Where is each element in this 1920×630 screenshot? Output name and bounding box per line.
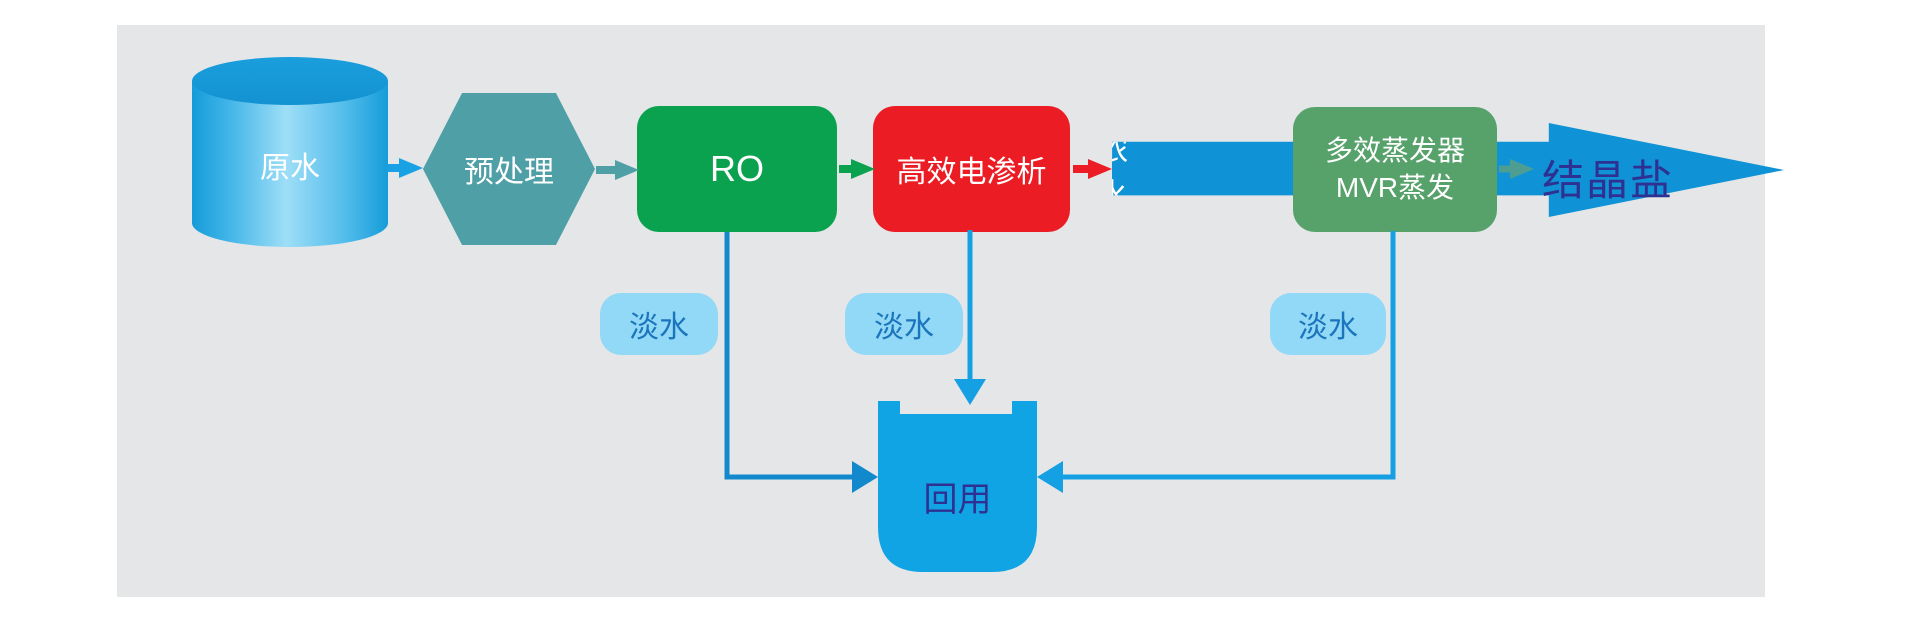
electrodialysis-label: 高效电渗析: [896, 156, 1047, 189]
evaporator-label: 多效蒸发器 MVR蒸发: [1325, 133, 1465, 206]
pretreatment-hexagon: 预处理: [423, 93, 595, 245]
evaporator-label-line2: MVR蒸发: [1335, 171, 1455, 203]
pretreatment-label: 预处理: [464, 156, 554, 189]
raw-water-label: 原水: [260, 152, 320, 185]
fresh-water-label: 淡水: [629, 311, 689, 344]
cylinder-top-ellipse: [192, 57, 388, 105]
fresh-water-label: 淡水: [874, 311, 934, 344]
electrodialysis-box: 高效电渗析: [873, 106, 1070, 232]
fresh-water-pill-ro: 淡水: [600, 293, 718, 355]
crystal-salt-label: 结晶盐: [1542, 157, 1675, 204]
fresh-water-label: 淡水: [1298, 311, 1358, 344]
ro-box: RO: [637, 106, 837, 232]
fresh-water-pill-electrodialysis: 淡水: [845, 293, 963, 355]
evaporator-label-line1: 多效蒸发器: [1324, 135, 1465, 167]
reuse-label: 回用: [923, 481, 992, 519]
evaporator-box: 多效蒸发器 MVR蒸发: [1293, 107, 1497, 232]
fresh-water-pill-evaporator: 淡水: [1270, 293, 1386, 355]
ro-label: RO: [710, 148, 764, 189]
